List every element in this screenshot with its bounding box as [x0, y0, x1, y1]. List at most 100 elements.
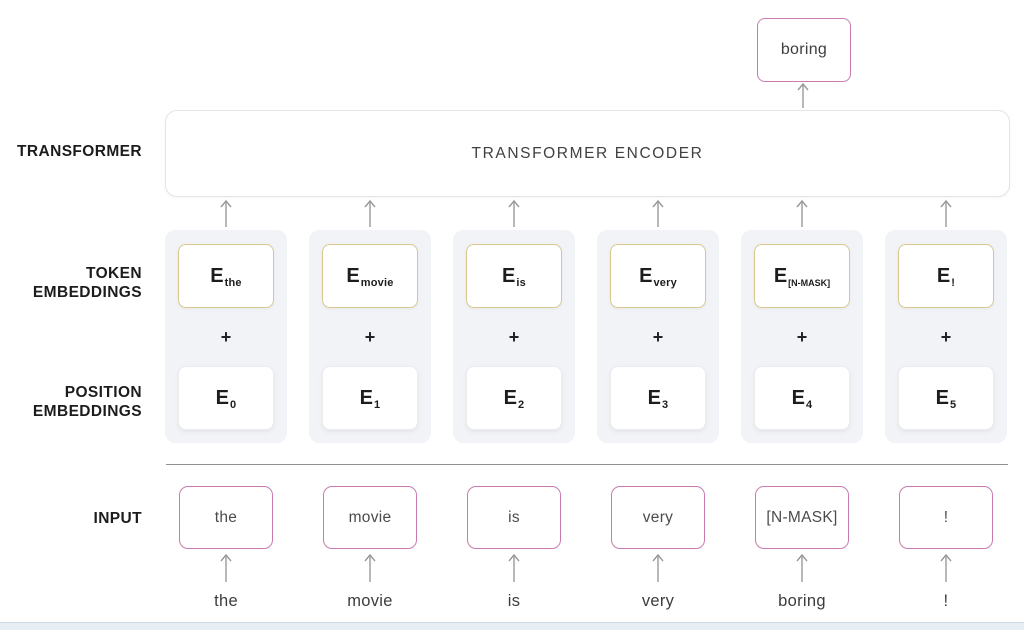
arrow-cell	[597, 198, 719, 228]
plus-sign: +	[796, 326, 808, 347]
input-arrows	[165, 552, 1008, 583]
embedding-symbol: E	[773, 264, 788, 287]
arrow-cell	[741, 552, 863, 583]
position-embeddings-label-line1: POSITION	[64, 384, 142, 401]
arrow-up-icon	[795, 553, 809, 583]
input-cell: is	[453, 486, 575, 549]
embedding-symbol: E	[215, 386, 229, 409]
output-token-box: boring	[757, 18, 851, 82]
word-cell: !	[885, 590, 1007, 612]
encoder-input-arrows	[165, 198, 1008, 228]
embedding-subscript: movie	[360, 277, 394, 289]
arrow-cell	[165, 198, 287, 228]
transformer-encoder-box: TRANSFORMER ENCODER	[165, 110, 1010, 197]
input-cell: [N-MASK]	[741, 486, 863, 549]
arrow-cell	[597, 552, 719, 583]
embedding-subscript: 0	[230, 399, 237, 411]
input-token-box: is	[467, 486, 561, 549]
arrow-up-icon	[219, 199, 233, 228]
arrow-up-icon	[507, 553, 521, 583]
divider-line	[166, 464, 1008, 465]
arrow-cell	[741, 198, 863, 228]
arrow-cell	[453, 198, 575, 228]
input-label: INPUT	[93, 510, 142, 527]
plus-sign: +	[508, 326, 520, 347]
embedding-symbol: E	[346, 264, 360, 287]
input-cell: the	[165, 486, 287, 549]
arrow-cell	[453, 552, 575, 583]
transformer-side-label: TRANSFORMER	[17, 143, 142, 160]
input-token-box: the	[179, 486, 273, 549]
arrow-cell	[885, 198, 1007, 228]
embedding-symbol: E	[502, 264, 516, 287]
embedding-subscript: 5	[950, 399, 957, 411]
embedding-subscript: [N-MASK]	[788, 278, 831, 288]
arrow-up-icon	[651, 553, 665, 583]
token-embeddings-label: TOKEN EMBEDDINGS	[0, 264, 142, 302]
input-word: the	[214, 591, 238, 610]
embedding-symbol: E	[210, 264, 224, 287]
bottom-bar	[0, 622, 1024, 630]
embedding-symbol: E	[791, 386, 805, 409]
arrow-up-icon	[507, 199, 521, 228]
arrow-up-icon	[796, 82, 810, 109]
input-token-box: [N-MASK]	[755, 486, 849, 549]
token-embedding-box: E[N-MASK]	[754, 244, 850, 308]
input-cell: !	[885, 486, 1007, 549]
embedding-subscript: the	[224, 277, 242, 289]
arrow-up-icon	[363, 199, 377, 228]
arrow-up-icon	[939, 553, 953, 583]
token-embeddings-label-line1: TOKEN	[86, 265, 142, 282]
plus-sign: +	[652, 326, 664, 347]
embedding-subscript: 3	[662, 399, 669, 411]
word-cell: the	[165, 590, 287, 612]
input-word: very	[641, 591, 675, 610]
input-word: boring	[778, 591, 826, 610]
word-cell: very	[597, 590, 719, 612]
word-cell: movie	[309, 590, 431, 612]
input-token-box: movie	[323, 486, 417, 549]
arrow-cell	[885, 552, 1007, 583]
embedding-symbol: E	[359, 386, 373, 409]
input-word: movie	[347, 591, 393, 610]
plus-sign: +	[220, 326, 232, 347]
embedding-symbol: E	[647, 386, 661, 409]
embedding-subscript: is	[516, 277, 526, 289]
embedding-subscript: 4	[806, 399, 813, 411]
arrow-up-icon	[795, 199, 809, 228]
embedding-symbol: E	[639, 264, 653, 287]
token-embedding-box: E!	[898, 244, 994, 308]
arrow-cell	[309, 552, 431, 583]
input-token-row: the movie is very [N-MASK] !	[165, 486, 1008, 549]
embedding-subscript: 2	[518, 399, 525, 411]
word-cell: is	[453, 590, 575, 612]
input-cell: very	[597, 486, 719, 549]
position-embeddings-label-line2: EMBEDDINGS	[32, 403, 142, 420]
input-word: !	[943, 591, 949, 610]
plus-sign: +	[940, 326, 952, 347]
token-embeddings-label-line2: EMBEDDINGS	[32, 284, 142, 301]
input-token-box: very	[611, 486, 705, 549]
arrow-cell	[309, 198, 431, 228]
embedding-symbol: E	[503, 386, 517, 409]
